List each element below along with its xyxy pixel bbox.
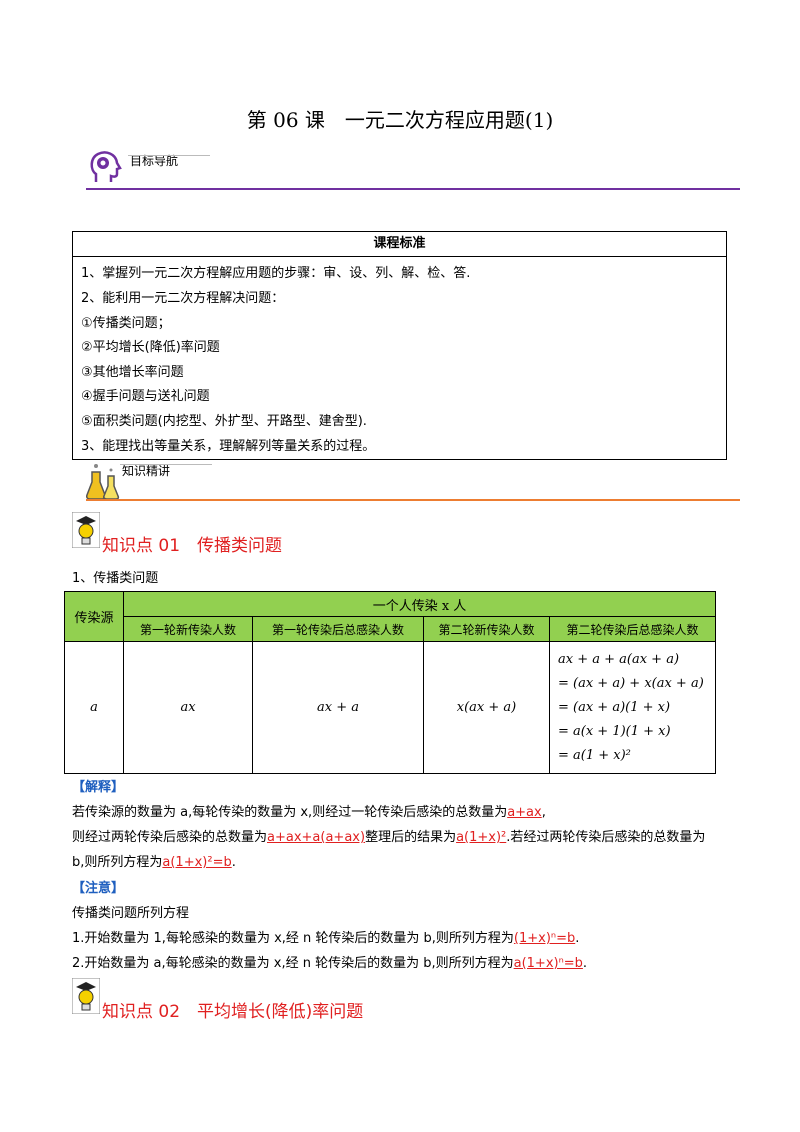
note-line-0: 传播类问题所列方程 bbox=[72, 906, 190, 921]
explain-text: .若经过两轮传染后感染的总数量为 bbox=[506, 830, 706, 845]
explain-text: 整理后的结果为 bbox=[365, 830, 457, 845]
explain-text: , bbox=[541, 805, 546, 820]
note-line-1: 1.开始数量为 1,每轮感染的数量为 x,经 n 轮传染后的数量为 b,则所列方… bbox=[72, 927, 579, 946]
standard-item: ③其他增长率问题 bbox=[81, 365, 184, 380]
answer-blank: a(1+x)² bbox=[456, 830, 507, 845]
course-standards-heading: 课程标准 bbox=[73, 232, 726, 257]
kp2-title: 知识点 02 平均增长(降低)率问题 bbox=[102, 1002, 364, 1022]
standard-item: ④握手问题与送礼问题 bbox=[81, 389, 210, 404]
brain-gear-icon bbox=[86, 148, 122, 184]
goal-nav-label: 目标导航 bbox=[130, 154, 179, 168]
source-header: 传染源 bbox=[64, 591, 124, 642]
standard-item: 1、掌握列一元二次方程解应用题的步骤：审、设、列、解、检、答. bbox=[81, 266, 471, 281]
course-standards-box: 课程标准 1、掌握列一元二次方程解应用题的步骤：审、设、列、解、检、答. 2、能… bbox=[72, 231, 727, 460]
goal-nav-underline bbox=[128, 155, 210, 156]
kp1-subheading: 1、传播类问题 bbox=[72, 571, 159, 586]
derivation-line: = a(1 + x)² bbox=[558, 747, 631, 763]
cell-source: a bbox=[64, 641, 124, 774]
col-header: 第二轮新传染人数 bbox=[423, 616, 550, 642]
cell-second-total: ax + a + a(ax + a) = (ax + a) + x(ax + a… bbox=[549, 641, 716, 774]
answer-blank: a(1+x)ⁿ=b bbox=[513, 956, 583, 971]
explain-line-3: b,则所列方程为a(1+x)²=b. bbox=[72, 851, 236, 870]
explain-line-2: 则经过两轮传染后感染的总数量为a+ax+a(a+ax)整理后的结果为a(1+x)… bbox=[72, 826, 705, 845]
explain-line-1: 若传染源的数量为 a,每轮传染的数量为 x,则经过一轮传染后感染的总数量为a+a… bbox=[72, 801, 546, 820]
cell-first-total: ax + a bbox=[252, 641, 424, 774]
spread-table: 传染源 一个人传染 x 人 第一轮新传染人数 第一轮传染后总感染人数 第二轮新传… bbox=[64, 591, 716, 774]
note-text: . bbox=[575, 931, 580, 946]
answer-blank: a+ax bbox=[507, 805, 542, 820]
knowledge-label: 知识精讲 bbox=[122, 464, 171, 478]
explain-text: b,则所列方程为 bbox=[72, 855, 163, 870]
standard-item: 3、能理找出等量关系，理解解列等量关系的过程。 bbox=[81, 439, 376, 454]
standard-item: ②平均增长(降低)率问题 bbox=[81, 340, 220, 355]
note-label: 【注意】 bbox=[72, 881, 125, 896]
explain-text: . bbox=[231, 855, 236, 870]
explain-text: 若传染源的数量为 a,每轮传染的数量为 x,则经过一轮传染后感染的总数量为 bbox=[72, 805, 508, 820]
flask-icon bbox=[86, 462, 120, 500]
col-header: 第二轮传染后总感染人数 bbox=[549, 616, 716, 642]
answer-blank: a(1+x)²=b bbox=[162, 855, 232, 870]
standard-item: ⑤面积类问题(内挖型、外扩型、开路型、建舍型). bbox=[81, 414, 367, 429]
purple-divider bbox=[86, 188, 740, 190]
cell-second-new: x(ax + a) bbox=[423, 641, 550, 774]
page-title: 第 06 课 一元二次方程应用题(1) bbox=[246, 108, 554, 132]
explain-text: 则经过两轮传染后感染的总数量为 bbox=[72, 830, 268, 845]
explain-label: 【解释】 bbox=[72, 780, 125, 795]
derivation-line: = (ax + a)(1 + x) bbox=[558, 699, 671, 715]
note-text: 2.开始数量为 a,每轮感染的数量为 x,经 n 轮传染后的数量为 b,则所列方… bbox=[72, 956, 514, 971]
answer-blank: a+ax+a(a+ax) bbox=[267, 830, 366, 845]
kp1-title: 知识点 01 传播类问题 bbox=[102, 536, 283, 556]
col-header: 第一轮新传染人数 bbox=[123, 616, 253, 642]
note-line-2: 2.开始数量为 a,每轮感染的数量为 x,经 n 轮传染后的数量为 b,则所列方… bbox=[72, 952, 587, 971]
note-text: 1.开始数量为 1,每轮感染的数量为 x,经 n 轮传染后的数量为 b,则所列方… bbox=[72, 931, 514, 946]
scholar-bulb-icon bbox=[71, 977, 101, 1015]
standard-item: ①传播类问题； bbox=[81, 316, 171, 331]
answer-blank: (1+x)ⁿ=b bbox=[513, 931, 576, 946]
scholar-bulb-icon bbox=[71, 511, 101, 549]
note-text: . bbox=[582, 956, 588, 971]
standard-item: 2、能利用一元二次方程解决问题： bbox=[81, 291, 285, 306]
derivation-line: = (ax + a) + x(ax + a) bbox=[558, 675, 704, 691]
orange-divider bbox=[86, 499, 740, 501]
derivation-line: ax + a + a(ax + a) bbox=[558, 651, 680, 667]
knowledge-underline bbox=[120, 464, 212, 465]
derivation-line: = a(x + 1)(1 + x) bbox=[558, 723, 671, 739]
group-header: 一个人传染 x 人 bbox=[123, 591, 716, 617]
cell-first-new: ax bbox=[123, 641, 253, 774]
col-header: 第一轮传染后总感染人数 bbox=[252, 616, 424, 642]
